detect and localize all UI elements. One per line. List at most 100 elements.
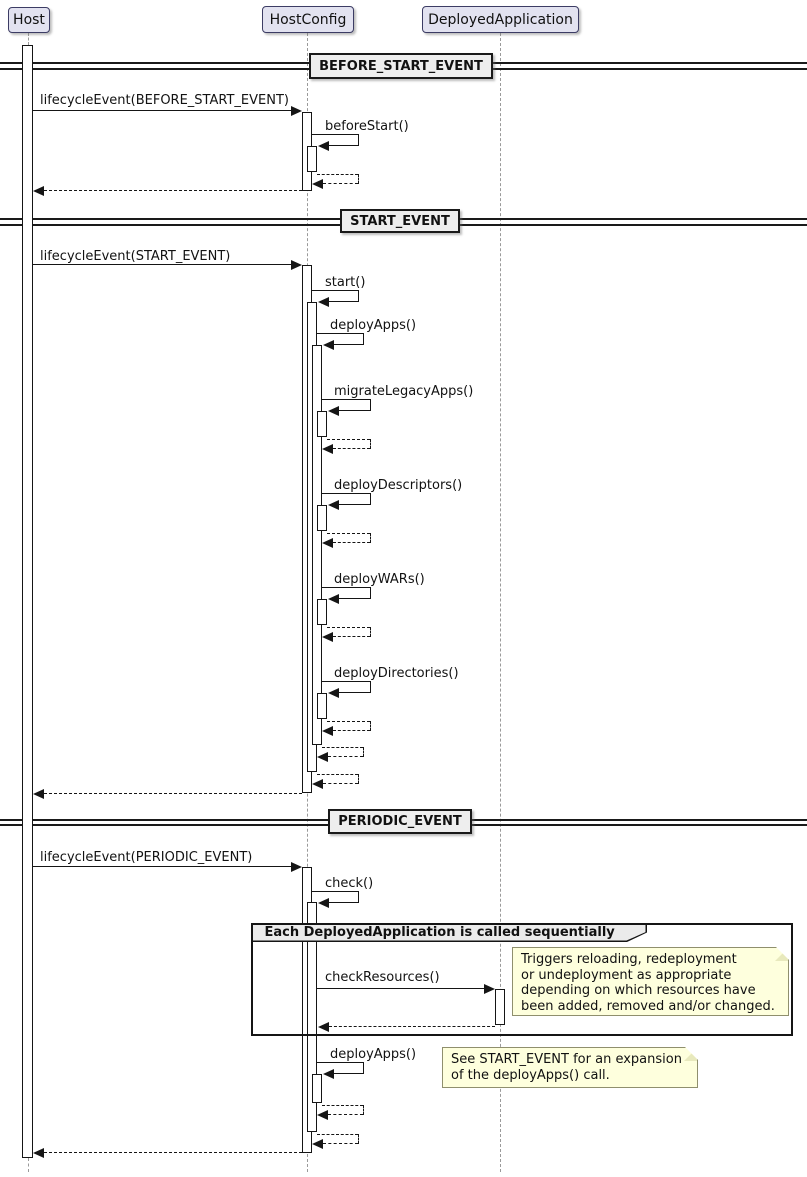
- message-label-checkresources: checkResources(): [325, 970, 440, 985]
- solid-arrowhead: [328, 406, 339, 416]
- activation-deploywars: [317, 599, 327, 625]
- message-label-deployapps: deployApps(): [330, 318, 417, 333]
- return-line: [323, 183, 358, 184]
- activation-host: [22, 45, 33, 1158]
- solid-arrowhead: [328, 594, 339, 604]
- selfcall-line: [339, 504, 370, 505]
- solid-arrowhead: [318, 898, 329, 908]
- return-arrowhead: [322, 444, 333, 454]
- selfcall-line: [322, 493, 370, 494]
- return-line: [333, 730, 370, 731]
- return-line: [323, 783, 358, 784]
- return-arrowhead: [33, 1148, 44, 1158]
- selfcall-line: [339, 410, 370, 411]
- return-line: [317, 1134, 358, 1135]
- solid-arrowhead: [323, 1069, 334, 1079]
- return-line: [44, 793, 302, 794]
- message-label-lifecycle-periodic: lifecycleEvent(PERIODIC_EVENT): [40, 850, 253, 865]
- return-line: [333, 542, 370, 543]
- solid-arrowhead: [328, 688, 339, 698]
- return-line: [370, 721, 371, 731]
- divider-before-start-event: BEFORE_START_EVENT: [309, 53, 493, 79]
- activation-beforestart: [307, 146, 317, 172]
- message-label-start: start(): [325, 275, 366, 290]
- activation-deployapps: [312, 345, 322, 745]
- return-line: [363, 747, 364, 757]
- activation-check: [307, 902, 317, 1132]
- return-line: [327, 439, 370, 440]
- activation-deploydescriptors: [317, 505, 327, 531]
- return-line: [44, 1152, 302, 1153]
- return-arrowhead: [33, 789, 44, 799]
- participant-hostconfig: HostConfig: [262, 6, 354, 33]
- solid-arrowhead: [328, 500, 339, 510]
- activation-migratelegacyapps: [317, 411, 327, 437]
- note-dogear: [684, 1048, 697, 1061]
- note-check-resources: Triggers reloading, redeployment or unde…: [512, 947, 789, 1016]
- return-line: [317, 774, 358, 775]
- selfcall-line: [329, 902, 358, 903]
- participant-host: Host: [8, 7, 50, 33]
- message-line: [33, 264, 291, 265]
- return-line: [44, 190, 302, 191]
- note-text: Triggers reloading, redeployment or unde…: [521, 952, 775, 1014]
- solid-arrowhead: [291, 106, 302, 116]
- return-line: [358, 1134, 359, 1144]
- selfcall-line: [334, 344, 363, 345]
- solid-arrowhead: [291, 862, 302, 872]
- selfcall-line: [329, 145, 358, 146]
- return-line: [327, 533, 370, 534]
- return-arrowhead: [312, 779, 323, 789]
- lifeline-host-bottom: [28, 1158, 29, 1172]
- lifeline-host: [28, 33, 29, 45]
- selfcall-line: [312, 290, 358, 291]
- return-arrowhead: [312, 1139, 323, 1149]
- message-label-migratelegacyapps: migrateLegacyApps(): [334, 384, 474, 399]
- lifeline-deployedapplication: [500, 33, 501, 1172]
- return-arrowhead: [312, 179, 323, 189]
- message-label-check: check(): [325, 876, 374, 891]
- return-line: [358, 174, 359, 184]
- selfcall-line: [370, 493, 371, 505]
- participant-deployedapplication: DeployedApplication: [422, 6, 579, 33]
- return-arrowhead: [322, 726, 333, 736]
- message-label-lifecycle-start: lifecycleEvent(START_EVENT): [40, 249, 231, 264]
- selfcall-line: [358, 290, 359, 302]
- selfcall-line: [334, 1073, 363, 1074]
- divider-periodic-event: PERIODIC_EVENT: [328, 809, 472, 834]
- solid-arrowhead: [484, 984, 495, 994]
- message-line: [33, 866, 291, 867]
- selfcall-line: [339, 692, 370, 693]
- activation-deploydirectories: [317, 693, 327, 719]
- return-line: [323, 1143, 358, 1144]
- solid-arrowhead: [318, 141, 329, 151]
- selfcall-line: [317, 333, 363, 334]
- return-line: [333, 636, 370, 637]
- selfcall-line: [370, 681, 371, 693]
- return-line: [327, 721, 370, 722]
- message-label-beforestart: beforeStart(): [325, 119, 409, 134]
- return-arrowhead: [318, 1022, 329, 1032]
- solid-arrowhead: [323, 340, 334, 350]
- return-line: [317, 174, 358, 175]
- return-line: [329, 1026, 495, 1027]
- return-line: [328, 1114, 363, 1115]
- selfcall-line: [312, 891, 358, 892]
- return-arrowhead: [33, 186, 44, 196]
- selfcall-line: [312, 134, 358, 135]
- message-line: [33, 110, 291, 111]
- note-deploy-apps: See START_EVENT for an expansion of the …: [442, 1047, 698, 1088]
- return-line: [370, 533, 371, 543]
- return-line: [363, 1105, 364, 1115]
- solid-arrowhead: [291, 260, 302, 270]
- selfcall-line: [339, 598, 370, 599]
- selfcall-line: [358, 134, 359, 146]
- return-line: [333, 448, 370, 449]
- return-line: [322, 747, 363, 748]
- selfcall-line: [358, 891, 359, 903]
- message-line: [317, 988, 484, 989]
- return-line: [358, 774, 359, 784]
- return-line: [328, 756, 363, 757]
- selfcall-line: [322, 399, 370, 400]
- selfcall-line: [322, 587, 370, 588]
